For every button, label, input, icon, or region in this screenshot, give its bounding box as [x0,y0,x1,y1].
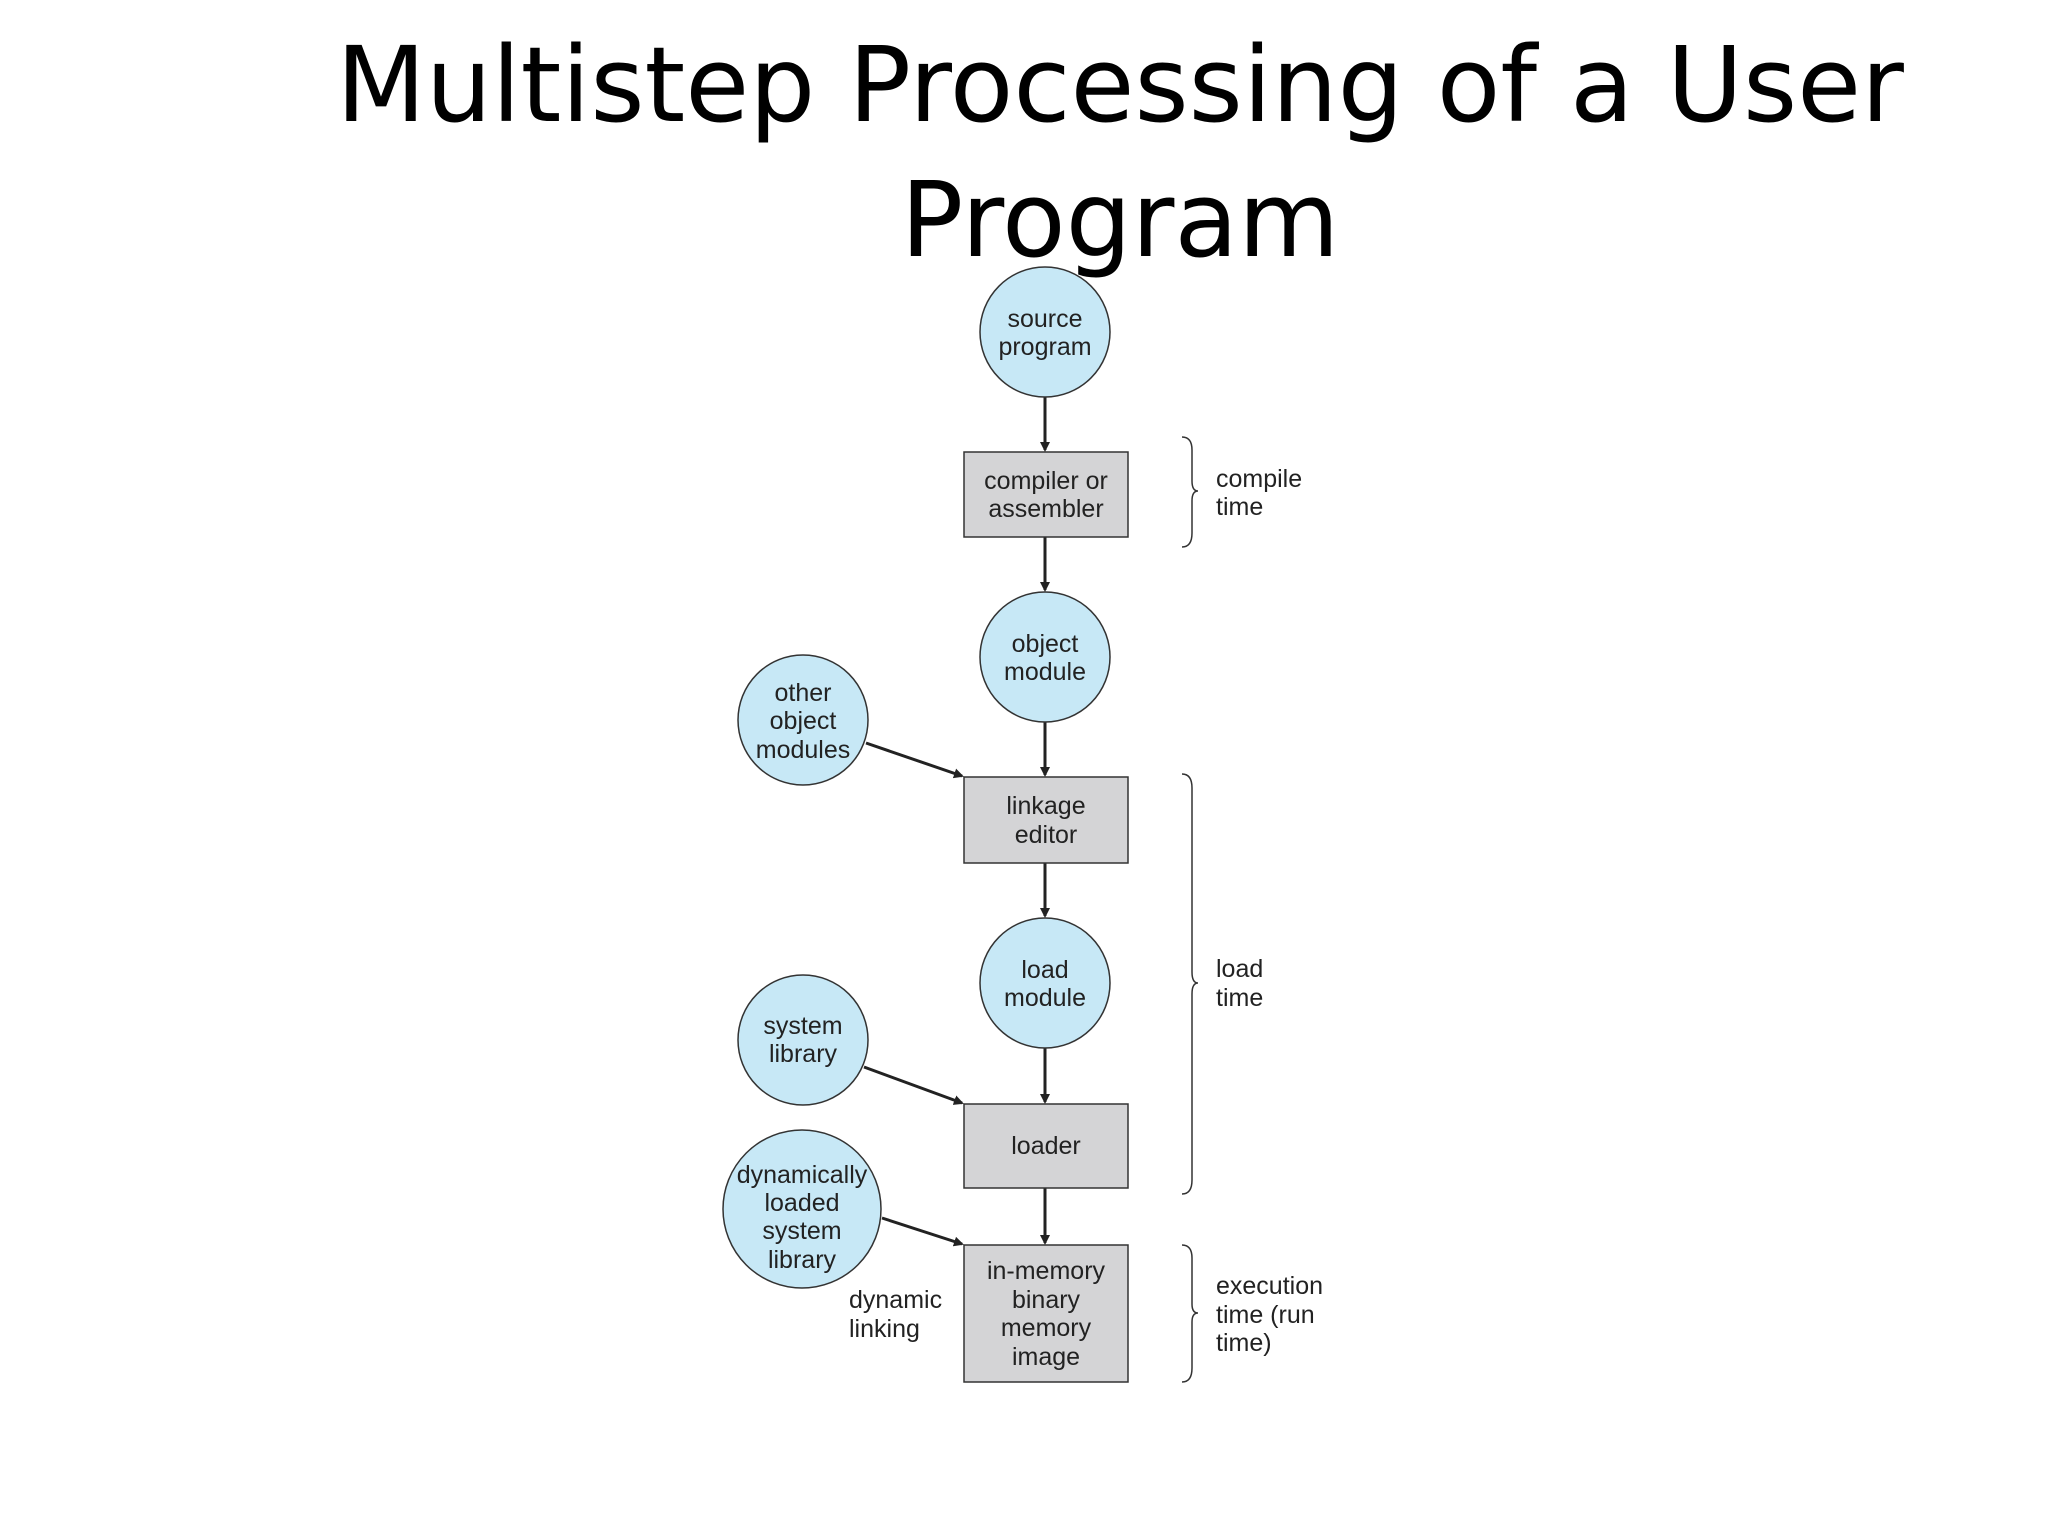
label-line: load [1216,955,1263,983]
node-in-memory-binary-image: in-memory binary memory image [963,1244,1129,1383]
node-label: object [1012,630,1079,658]
node-other-object-modules: other object modules [737,654,869,786]
compile-time-label: compile time [1216,465,1302,521]
page-title: Multistep Processing of a User Program [0,18,2048,288]
node-label: loaded [764,1189,839,1217]
node-label: linkage [1006,792,1085,820]
node-label: assembler [988,495,1103,523]
node-label: object [770,707,837,735]
node-label: library [768,1246,837,1274]
node-label: binary [1012,1286,1081,1314]
node-label: compiler or [984,467,1108,495]
node-label: modules [756,736,851,764]
node-load-module: load module [979,917,1111,1049]
node-label: memory [1001,1314,1092,1342]
arrow-syslib-to-loader [863,1065,964,1105]
title-line-2: Program [900,159,1340,281]
node-label: loader [1011,1132,1081,1160]
node-compiler: compiler or assembler [963,451,1129,538]
node-label: module [1004,658,1086,686]
node-label: source [1007,305,1082,333]
node-label: in-memory [987,1257,1106,1285]
node-label: editor [1015,821,1078,849]
node-object-module: object module [979,591,1111,723]
node-label: library [769,1040,838,1068]
brace-execution-time [1181,1244,1199,1383]
execution-time-label: execution time (run time) [1216,1272,1323,1357]
arrow-dynlib-to-memory [881,1216,964,1247]
node-label: system [763,1012,842,1040]
node-label: program [998,333,1091,361]
arrow-other-to-linkage [865,741,964,779]
label-line: time [1216,984,1263,1012]
node-label: module [1004,984,1086,1012]
label-line: dynamic [849,1286,942,1314]
label-line: compile [1216,465,1302,493]
node-label: system [762,1217,841,1245]
node-label: load [1021,956,1068,984]
label-line: time [1216,493,1263,521]
label-line: linking [849,1315,920,1343]
label-line: time) [1216,1329,1272,1357]
title-line-1: Multistep Processing of a User [336,24,1904,146]
node-label: other [775,679,832,707]
load-time-label: load time [1216,955,1263,1012]
node-label: image [1012,1343,1080,1371]
node-source-program: source program [979,266,1111,398]
dynamic-linking-label: dynamic linking [849,1286,942,1343]
node-loader: loader [963,1103,1129,1189]
node-system-library: system library [737,974,869,1106]
label-line: time (run [1216,1301,1315,1329]
brace-load-time [1181,773,1199,1195]
node-dynamically-loaded-system-library: dynamically loaded system library [722,1129,882,1289]
node-linkage-editor: linkage editor [963,776,1129,864]
node-label: dynamically [737,1161,868,1189]
label-line: execution [1216,1272,1323,1300]
brace-compile-time [1181,436,1199,548]
